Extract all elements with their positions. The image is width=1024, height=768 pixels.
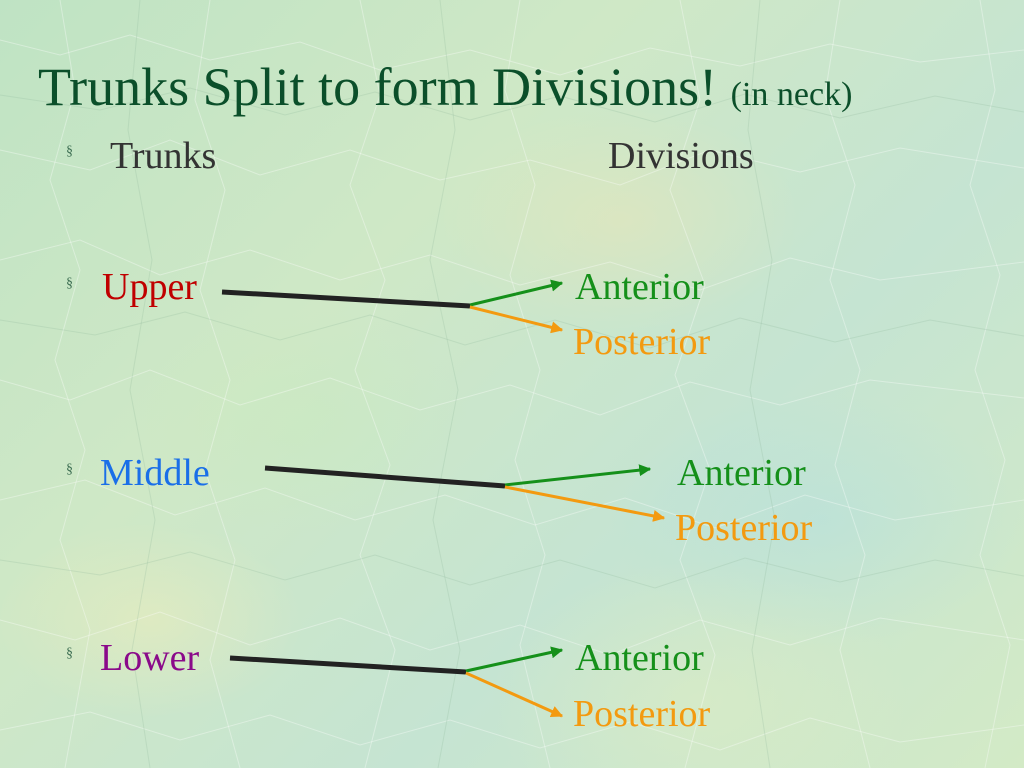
upper-trunk-line	[221, 289, 471, 309]
lower-posterior-arrow	[465, 671, 564, 718]
upper-anterior-arrow	[469, 279, 564, 307]
middle-trunk-line	[264, 465, 506, 489]
upper-posterior-arrow	[469, 305, 564, 334]
trunk-label-lower: Lower	[100, 637, 200, 679]
trunks-column-header: Trunks	[110, 135, 217, 177]
bullet-marker: §	[66, 462, 73, 477]
bullet-marker: §	[66, 276, 73, 291]
divisions-column-header: Divisions	[608, 135, 754, 177]
slide-title-main: Trunks Split to form Divisions!	[38, 57, 718, 117]
lower-anterior-arrow	[465, 646, 564, 673]
middle-anterior-arrow	[504, 464, 652, 487]
bullet-marker: §	[66, 144, 73, 159]
division-posterior-lower: Posterior	[573, 693, 711, 735]
division-posterior-middle: Posterior	[675, 507, 813, 549]
division-anterior-middle: Anterior	[677, 452, 806, 494]
division-anterior-lower: Anterior	[575, 637, 704, 679]
bullet-marker: §	[66, 646, 73, 661]
middle-posterior-arrow	[504, 485, 666, 522]
slide-title-note: (in neck)	[730, 76, 853, 113]
lower-trunk-line	[229, 655, 467, 675]
division-anterior-upper: Anterior	[575, 266, 704, 308]
slide-title: Trunks Split to form Divisions! (in neck…	[38, 56, 852, 118]
trunk-label-upper: Upper	[102, 266, 197, 308]
division-posterior-upper: Posterior	[573, 321, 711, 363]
trunk-label-middle: Middle	[100, 452, 210, 494]
